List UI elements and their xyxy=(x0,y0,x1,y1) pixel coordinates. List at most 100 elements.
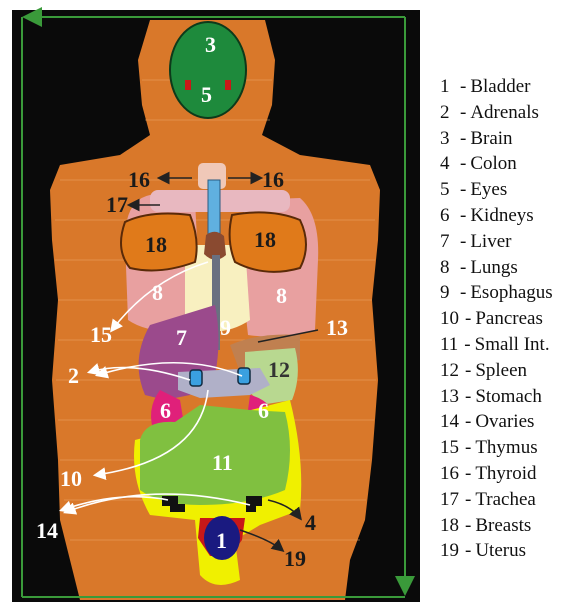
legend-item: 6-Kidneys xyxy=(440,203,553,229)
legend-separator: - xyxy=(460,231,466,252)
legend-separator: - xyxy=(465,515,471,536)
legend-number: 12 xyxy=(440,358,459,384)
legend-separator: - xyxy=(460,257,466,278)
legend-organ-name: Ovaries xyxy=(475,411,534,432)
legend-separator: - xyxy=(460,76,466,97)
legend-item: 16-Thyroid xyxy=(440,461,553,487)
legend-organ-name: Liver xyxy=(470,231,511,252)
legend-separator: - xyxy=(460,153,466,174)
legend-item: 7-Liver xyxy=(440,229,553,255)
label-stomach: 13 xyxy=(326,315,348,340)
legend-separator: - xyxy=(465,360,471,381)
legend-organ-name: Trachea xyxy=(475,489,536,510)
legend-organ-name: Bladder xyxy=(470,76,530,97)
organ-legend: 1-Bladder2-Adrenals3-Brain4-Colon5-Eyes6… xyxy=(440,74,553,564)
label-lung-left: 8 xyxy=(152,280,163,305)
legend-separator: - xyxy=(465,386,471,407)
legend-separator: - xyxy=(465,308,471,329)
legend-separator: - xyxy=(460,128,466,149)
legend-item: 19-Uterus xyxy=(440,538,553,564)
label-kidney-right: 6 xyxy=(258,398,269,423)
legend-number: 13 xyxy=(440,384,459,410)
legend-organ-name: Eyes xyxy=(470,179,507,200)
label-breast-left: 18 xyxy=(145,232,167,257)
label-thymus: 15 xyxy=(90,322,112,347)
legend-number: 10 xyxy=(440,306,459,332)
label-thyroid-right: 16 xyxy=(262,167,284,192)
label-breast-right: 18 xyxy=(254,227,276,252)
adrenal-left-shape xyxy=(190,370,202,386)
legend-number: 4 xyxy=(440,151,454,177)
legend-number: 15 xyxy=(440,435,459,461)
legend-item: 9-Esophagus xyxy=(440,280,553,306)
legend-item: 11-Small Int. xyxy=(440,332,553,358)
legend-separator: - xyxy=(465,411,471,432)
legend-organ-name: Thymus xyxy=(475,437,537,458)
legend-separator: - xyxy=(460,282,466,303)
legend-number: 9 xyxy=(440,280,454,306)
legend-number: 2 xyxy=(440,100,454,126)
label-uterus: 19 xyxy=(284,546,306,571)
legend-separator: - xyxy=(460,102,466,123)
label-small-int: 11 xyxy=(212,450,233,475)
label-liver: 7 xyxy=(176,325,187,350)
legend-separator: - xyxy=(465,437,471,458)
label-kidney-left: 6 xyxy=(160,398,171,423)
label-spleen: 12 xyxy=(268,357,290,382)
adrenal-right-shape xyxy=(238,368,250,384)
legend-number: 5 xyxy=(440,177,454,203)
legend-item: 12-Spleen xyxy=(440,358,553,384)
legend-number: 3 xyxy=(440,126,454,152)
label-brain: 3 xyxy=(205,32,216,57)
legend-separator: - xyxy=(464,334,470,355)
legend-number: 19 xyxy=(440,538,459,564)
legend-item: 4-Colon xyxy=(440,151,553,177)
label-trachea: 17 xyxy=(106,192,128,217)
label-pancreas: 10 xyxy=(60,466,82,491)
label-thyroid-left: 16 xyxy=(128,167,150,192)
legend-number: 7 xyxy=(440,229,454,255)
legend-separator: - xyxy=(460,179,466,200)
legend-organ-name: Stomach xyxy=(475,386,542,407)
legend-item: 18-Breasts xyxy=(440,513,553,539)
legend-organ-name: Breasts xyxy=(475,515,531,536)
label-bladder: 1 xyxy=(216,528,227,553)
legend-item: 17-Trachea xyxy=(440,487,553,513)
legend-number: 1 xyxy=(440,74,454,100)
legend-organ-name: Kidneys xyxy=(470,205,533,226)
legend-organ-name: Thyroid xyxy=(475,463,536,484)
label-adrenals: 2 xyxy=(68,363,79,388)
label-esophagus: 9 xyxy=(220,315,231,340)
legend-organ-name: Uterus xyxy=(475,540,526,561)
label-eyes: 5 xyxy=(201,82,212,107)
legend-organ-name: Adrenals xyxy=(470,102,539,123)
legend-number: 16 xyxy=(440,461,459,487)
legend-item: 14-Ovaries xyxy=(440,409,553,435)
legend-separator: - xyxy=(465,489,471,510)
legend-item: 1-Bladder xyxy=(440,74,553,100)
label-ovaries: 14 xyxy=(36,518,58,543)
legend-item: 15-Thymus xyxy=(440,435,553,461)
legend-organ-name: Esophagus xyxy=(470,282,552,303)
legend-organ-name: Brain xyxy=(470,128,512,149)
legend-number: 11 xyxy=(440,332,458,358)
legend-organ-name: Lungs xyxy=(470,257,518,278)
legend-item: 13-Stomach xyxy=(440,384,553,410)
legend-number: 17 xyxy=(440,487,459,513)
legend-separator: - xyxy=(465,463,471,484)
legend-item: 3-Brain xyxy=(440,126,553,152)
legend-separator: - xyxy=(460,205,466,226)
legend-item: 5-Eyes xyxy=(440,177,553,203)
label-colon: 4 xyxy=(305,510,316,535)
legend-item: 10-Pancreas xyxy=(440,306,553,332)
legend-separator: - xyxy=(465,540,471,561)
legend-number: 18 xyxy=(440,513,459,539)
eye-right-shape xyxy=(225,80,231,90)
legend-organ-name: Spleen xyxy=(475,360,527,381)
legend-number: 14 xyxy=(440,409,459,435)
legend-number: 6 xyxy=(440,203,454,229)
eye-left-shape xyxy=(185,80,191,90)
legend-organ-name: Pancreas xyxy=(475,308,543,329)
legend-organ-name: Small Int. xyxy=(475,334,550,355)
legend-item: 2-Adrenals xyxy=(440,100,553,126)
